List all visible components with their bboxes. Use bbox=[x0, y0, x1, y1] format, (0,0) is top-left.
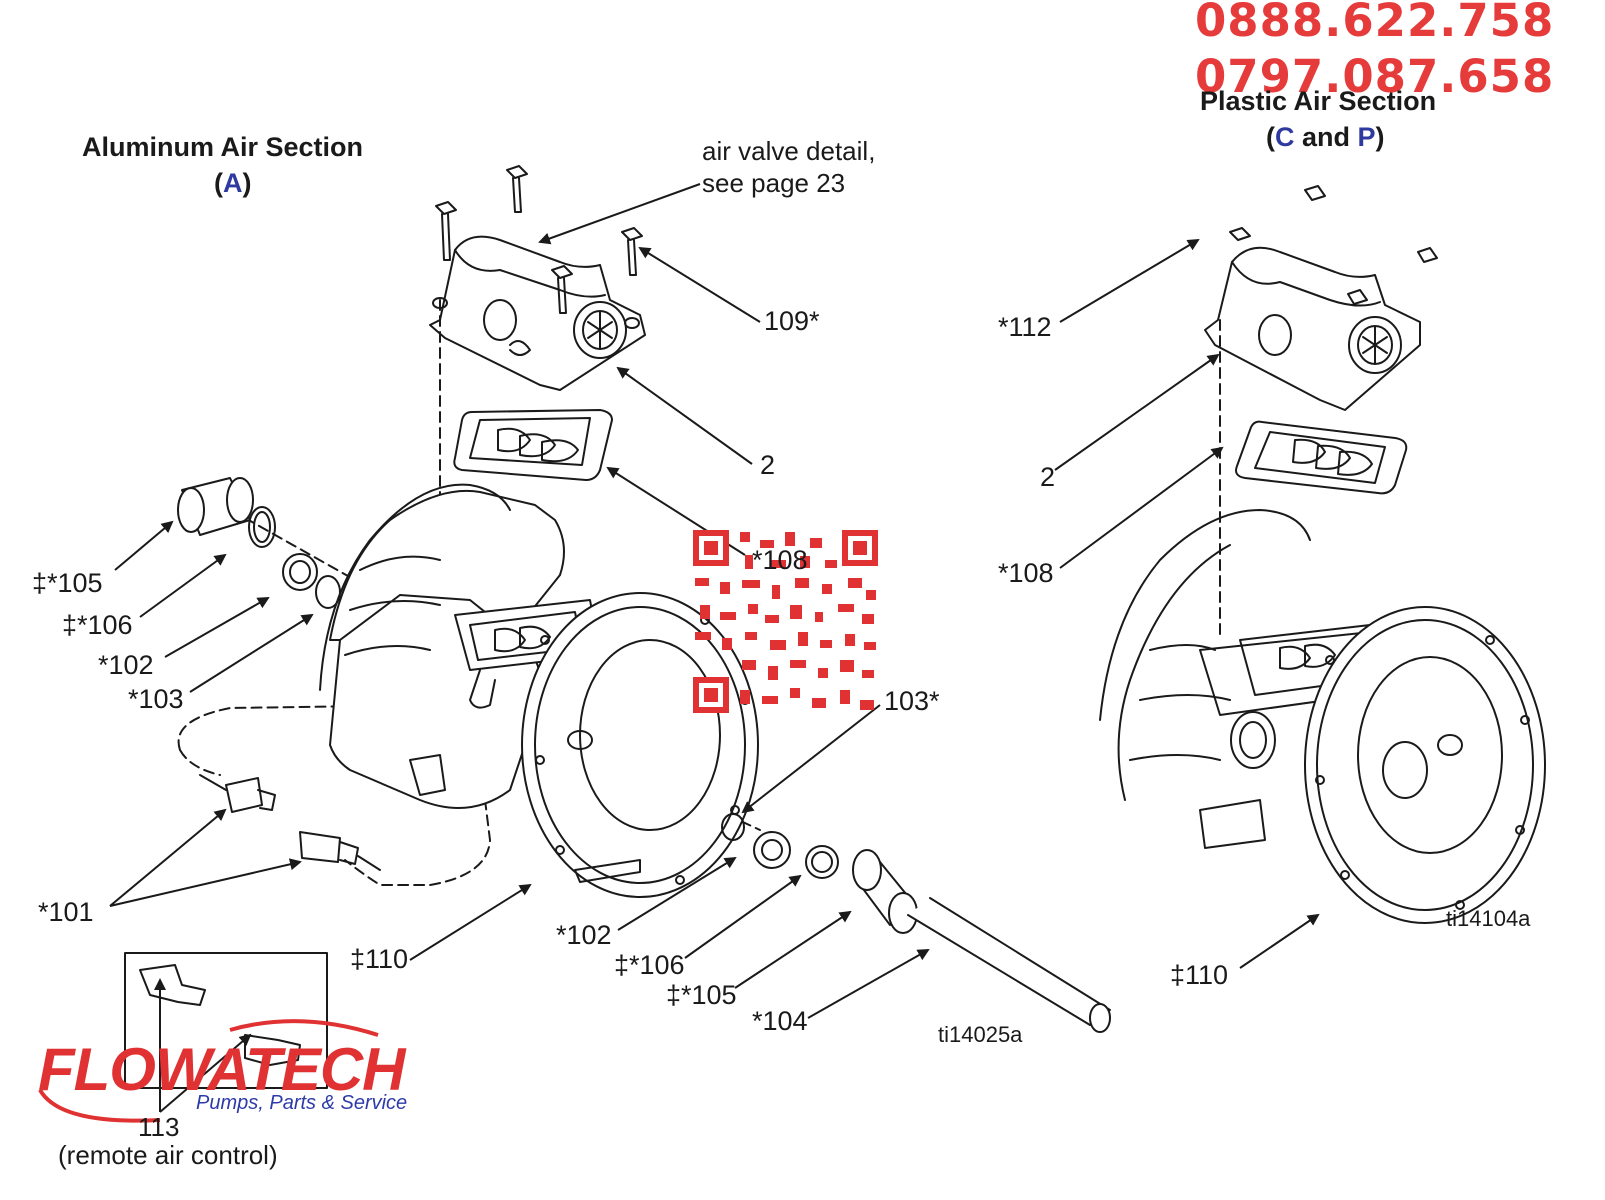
air-valve-note-line2: see page 23 bbox=[702, 168, 846, 198]
figure-id-right: ti14104a bbox=[1446, 906, 1531, 931]
bolt-group-left bbox=[435, 165, 643, 314]
leader-103-right bbox=[741, 704, 881, 814]
callout-102-right: *102 bbox=[556, 920, 612, 950]
leader-103-left bbox=[189, 613, 314, 693]
callout-105-left: ‡*105 bbox=[32, 568, 103, 598]
flowatech-logo: FLOWATECH bbox=[38, 1036, 405, 1103]
air-valve-body-left bbox=[429, 235, 646, 391]
leader-109 bbox=[638, 246, 761, 323]
diaphragm-cover-right bbox=[1304, 606, 1546, 924]
leader-102-right bbox=[617, 856, 737, 931]
leader-113-b bbox=[159, 1033, 252, 1113]
leader-105-left bbox=[114, 520, 174, 571]
air-valve-note-line1: air valve detail, bbox=[702, 136, 876, 166]
leader-lines bbox=[109, 183, 1320, 1113]
leader-104 bbox=[807, 949, 930, 1019]
callout-103-right: 103* bbox=[884, 686, 940, 716]
remote-control-box bbox=[124, 952, 328, 1089]
leader-110-left bbox=[409, 883, 532, 961]
leader-2-right bbox=[1054, 353, 1220, 471]
callout-101: *101 bbox=[38, 897, 94, 927]
leader-112 bbox=[1059, 238, 1200, 323]
aluminum-section-code: (A) bbox=[214, 168, 252, 198]
plastic-section-title: Plastic Air Section bbox=[1200, 86, 1437, 116]
aluminum-section-title: Aluminum Air Section bbox=[82, 132, 364, 162]
remote-note-text: (remote air control) bbox=[58, 1140, 278, 1170]
air-valve-body-right bbox=[1204, 185, 1438, 411]
qr-code bbox=[693, 530, 878, 713]
phone-number-1[interactable]: 0888.622.758 bbox=[1195, 0, 1555, 47]
gasket-right bbox=[1235, 420, 1408, 495]
callout-102-left: *102 bbox=[98, 650, 154, 680]
callout-109: 109* bbox=[764, 306, 820, 336]
fittings-101 bbox=[199, 774, 381, 871]
leader-2-left bbox=[616, 366, 753, 465]
leader-105-right bbox=[734, 910, 852, 989]
brand-swoosh bbox=[38, 1019, 379, 1123]
leader-101-b bbox=[109, 858, 302, 907]
section-letter-p: P bbox=[1357, 122, 1376, 152]
plastic-section-code: (C and P) bbox=[1266, 122, 1385, 152]
section-letter-c: C bbox=[1275, 122, 1295, 152]
callout-108-left: *108 bbox=[752, 545, 808, 575]
leader-106-right bbox=[684, 874, 802, 959]
small-parts-right-of-left bbox=[721, 813, 1111, 1033]
phone-number-2[interactable]: 0797.087.658 bbox=[1195, 50, 1555, 103]
gasket-left bbox=[453, 409, 613, 481]
flowatech-tagline: Pumps, Parts & Service bbox=[196, 1092, 408, 1114]
callout-108-right: *108 bbox=[998, 558, 1054, 588]
callout-2-left: 2 bbox=[760, 450, 776, 480]
callout-110-right: ‡110 bbox=[1170, 960, 1229, 990]
callout-105-right: ‡*105 bbox=[666, 980, 737, 1010]
leader-101-a bbox=[109, 808, 227, 907]
callout-2-right: 2 bbox=[1040, 462, 1056, 492]
callout-110-left: ‡110 bbox=[350, 944, 409, 974]
callout-103-left: *103 bbox=[128, 684, 184, 714]
leader-102-left bbox=[164, 597, 270, 658]
callout-106-right: ‡*106 bbox=[614, 950, 685, 980]
small-parts-left bbox=[177, 477, 341, 609]
callout-104: *104 bbox=[752, 1006, 808, 1036]
diaphragm-cover-left bbox=[521, 592, 759, 898]
leader-106-left bbox=[139, 553, 227, 618]
section-letter-a: A bbox=[223, 168, 243, 198]
leader-110-right bbox=[1239, 913, 1320, 969]
callout-106-left: ‡*106 bbox=[62, 610, 133, 640]
callout-112: *112 bbox=[998, 312, 1052, 342]
leader-108-right bbox=[1059, 446, 1224, 569]
leader-air-valve bbox=[538, 183, 701, 245]
figure-id-left: ti14025a bbox=[938, 1022, 1023, 1047]
remote-note-number: 113 bbox=[138, 1112, 180, 1142]
